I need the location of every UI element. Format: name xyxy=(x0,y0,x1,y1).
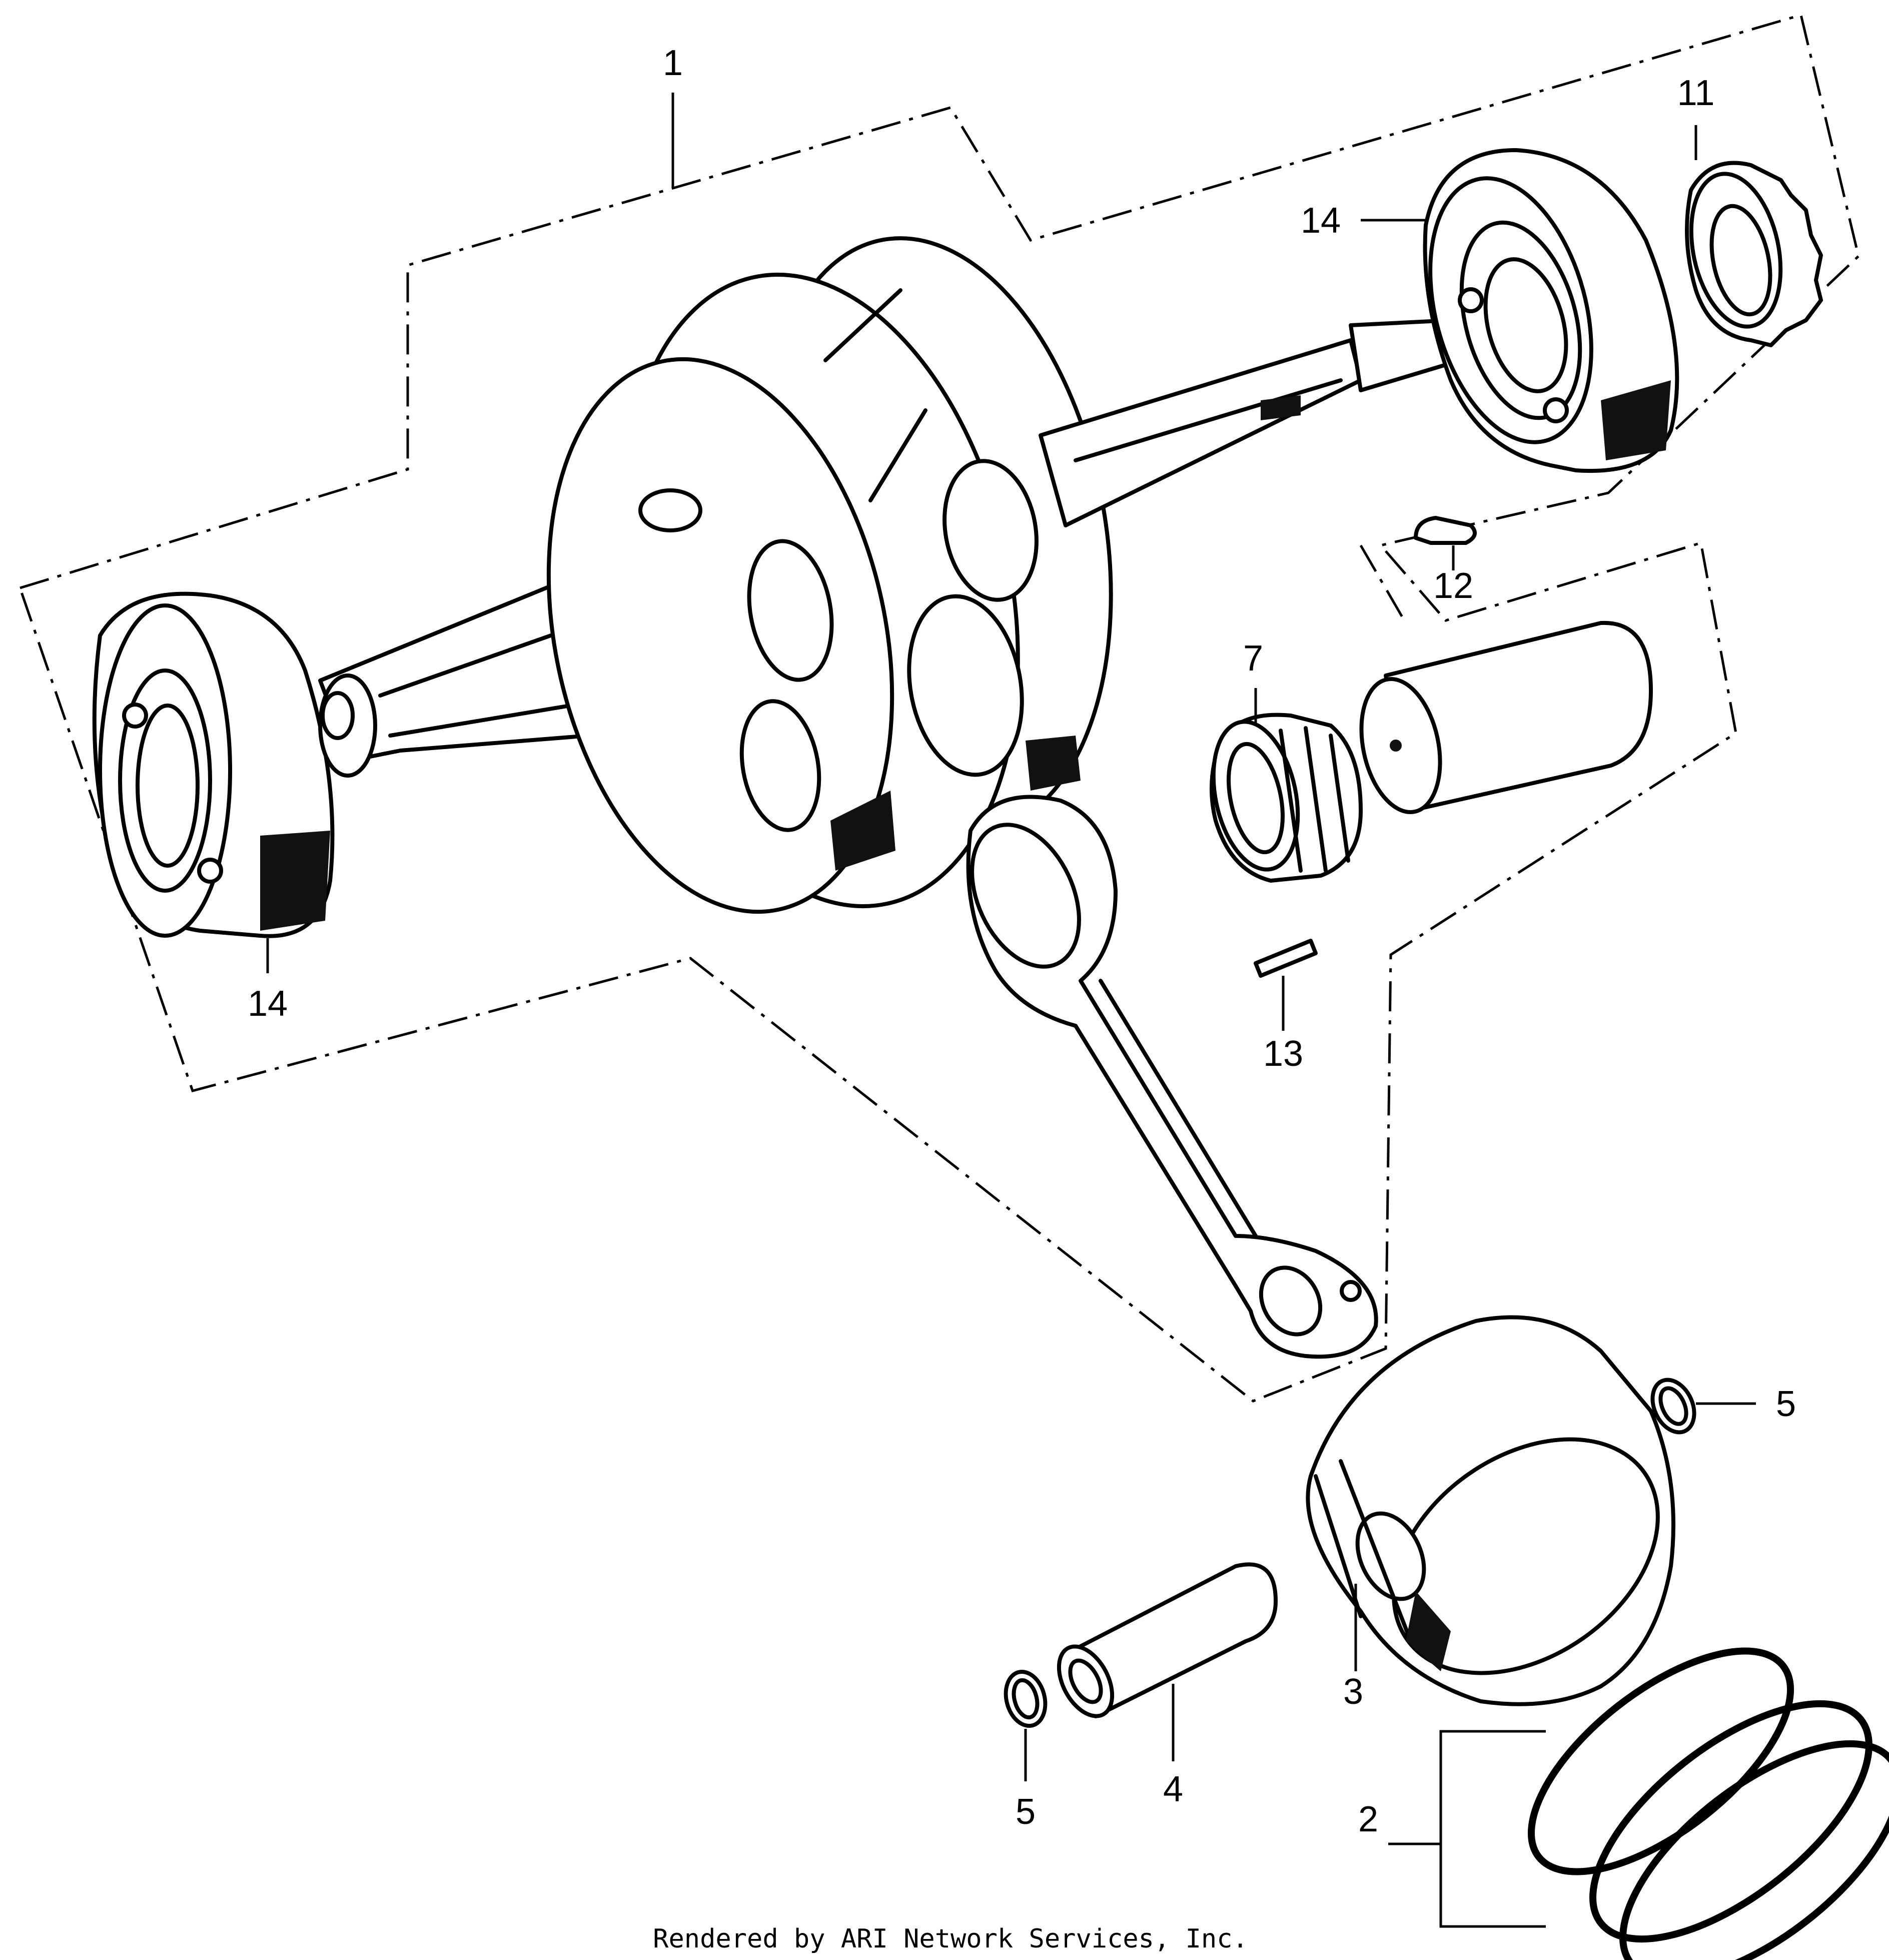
callout-7: 7 xyxy=(1243,638,1263,679)
needle-bearing xyxy=(1210,713,1363,883)
callout-5-left: 5 xyxy=(1016,1792,1036,1832)
woodruff-key xyxy=(1414,516,1477,545)
crankshaft-flywheels xyxy=(546,236,1113,914)
callout-5-right: 5 xyxy=(1776,1384,1796,1424)
crankshaft-right-shaft xyxy=(1039,318,1463,527)
callout-13: 13 xyxy=(1263,1034,1303,1074)
piston-pin-clip-left xyxy=(1004,1669,1048,1728)
assembly-group-outline xyxy=(18,13,1860,1403)
left-ball-bearing xyxy=(92,591,335,938)
callout-12: 12 xyxy=(1433,566,1473,606)
piston-ring-set xyxy=(1527,1647,1889,1960)
callout-14-right: 14 xyxy=(1301,201,1341,241)
crank-pin xyxy=(1359,620,1653,814)
callout-1: 1 xyxy=(663,43,683,83)
timing-sprocket xyxy=(1685,161,1823,347)
callout-2: 2 xyxy=(1358,1799,1378,1839)
piston-pin xyxy=(1057,1562,1278,1718)
callout-4: 4 xyxy=(1163,1769,1183,1809)
callout-14-left: 14 xyxy=(248,984,288,1024)
callout-3: 3 xyxy=(1343,1672,1363,1712)
piston xyxy=(1306,1315,1675,1706)
callout-11: 11 xyxy=(1677,73,1715,113)
sub-group-outline xyxy=(1359,544,1407,624)
leader-lines xyxy=(266,93,1756,1928)
piston-pin-clip-right xyxy=(1650,1378,1696,1435)
right-ball-bearing xyxy=(1423,148,1679,473)
footer-credit: Rendered by ARI Network Services, Inc. xyxy=(653,1924,1248,1954)
dowel-pin xyxy=(1254,939,1318,978)
connecting-rod xyxy=(966,795,1378,1359)
